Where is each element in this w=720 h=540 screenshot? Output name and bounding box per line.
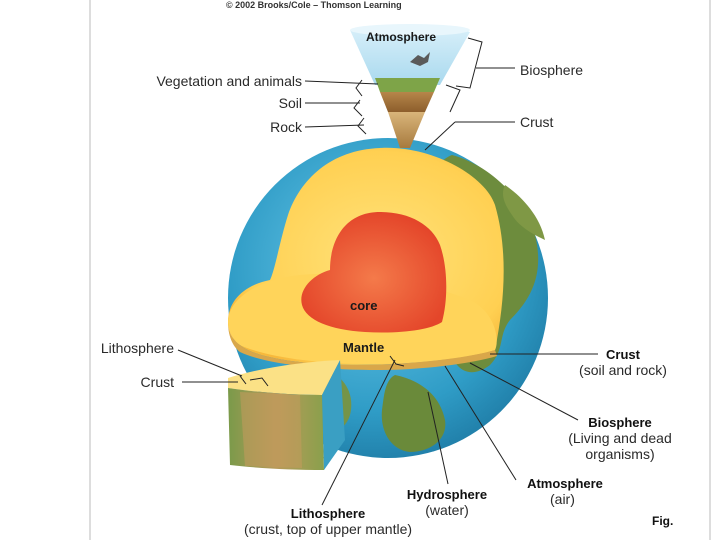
label-hydrosphere-sub: (water) [425,502,469,518]
continent-arabia [502,185,545,240]
leader-biosphere-right [469,362,579,421]
leader-atmosphere-bottom [444,365,517,481]
label-biosphere-right-title: Biosphere [588,415,652,430]
label-crust-left: Crust [140,374,174,390]
soil-band [380,92,434,112]
leader-hydrosphere [427,391,449,485]
bird-icon [410,52,430,66]
wedge-rock-strip [240,392,302,468]
leader-lithosphere-left [177,349,243,377]
label-lithosphere-bottom-sub: (crust, top of upper mantle) [243,521,413,537]
bracket-lithosphere-bottom [389,355,405,367]
label-crust-top: Crust [520,114,554,130]
label-lithosphere-bottom-title: Lithosphere [290,506,366,521]
label-rock: Rock [270,119,302,135]
label-biosphere-right-sub1: (Living and dead [568,430,672,446]
label-biosphere-right-sub2: organisms) [585,446,655,462]
bracket-left-stack [353,79,367,135]
figure-label: Fig. [652,514,674,528]
label-biosphere-top: Biosphere [520,62,584,78]
label-vegetation: Vegetation and animals [156,73,302,89]
leader-lithosphere-bottom [321,359,396,506]
label-lithosphere-left: Lithosphere [100,340,174,356]
copyright-text: © 2002 Brooks/Cole – Thomson Learning [226,0,402,10]
vegetation-band [375,78,440,92]
inner-core [301,212,447,333]
continent-south [381,375,446,452]
label-atmosphere-bottom-title: Atmosphere [527,476,603,491]
label-core: core [350,298,378,313]
rock-band [388,112,425,148]
label-atmosphere-bottom-sub: (air) [550,491,575,507]
label-crust-right-title: Crust [606,347,640,362]
wedge-side [322,360,345,470]
cone-top-rim [350,24,470,36]
atmosphere-cone [350,25,470,85]
label-crust-right-sub: (soil and rock) [579,362,667,378]
label-atmosphere-top: Atmosphere [366,30,437,44]
bracket-crust-top [445,84,461,113]
label-soil: Soil [278,95,302,111]
leader-rock [304,124,365,128]
wedge-top [228,360,340,395]
bracket-biosphere [455,37,483,89]
label-hydrosphere-title: Hydrosphere [406,487,488,502]
bracket-lithosphere-left [239,375,269,387]
label-mantle: Mantle [343,340,385,355]
leader-crust-top [424,121,456,151]
leader-vegetation [304,80,379,85]
